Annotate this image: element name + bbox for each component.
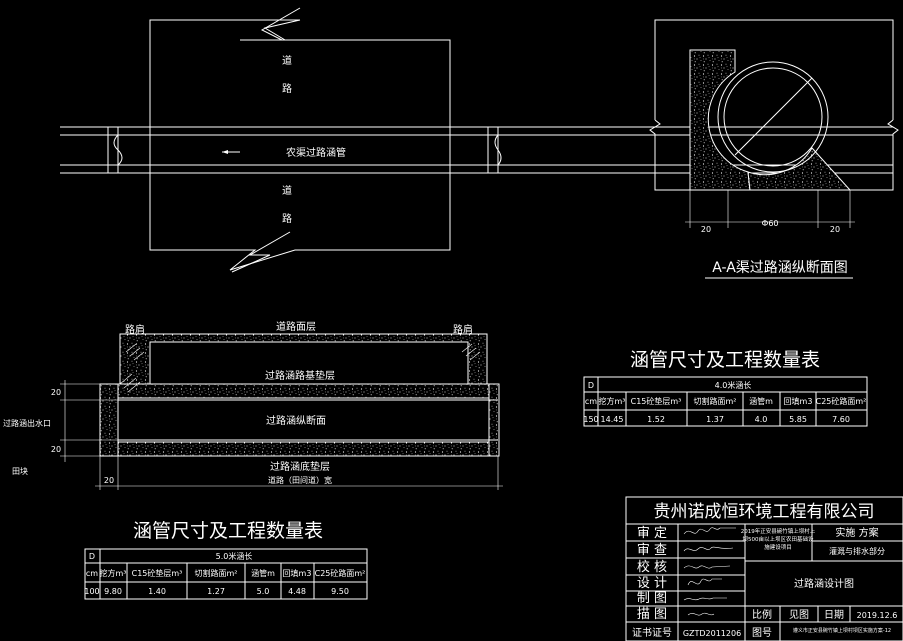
role-check: 校 核 — [637, 559, 667, 575]
table-4m-r6: 7.60 — [832, 415, 850, 424]
table-4m-r0: 150 — [583, 415, 598, 424]
xs-field: 田块 — [12, 466, 28, 476]
table-5m-h1: 挖方m³ — [100, 568, 127, 578]
date-label: 日期 — [824, 609, 844, 621]
scale-value: 见图 — [789, 609, 809, 621]
table-4m-r1: 14.45 — [601, 415, 624, 424]
cross-section: 路肩 道路面层 路肩 过路涵路基垫层 过路涵纵断面 过路涵底垫层 道路（田间道）… — [3, 320, 503, 490]
role-approve: 审 定 — [637, 526, 667, 541]
project-line-1: 2019年正安县碗竹镇上坝村上 — [741, 527, 816, 535]
table-5m-h3: 切割路面m² — [195, 568, 238, 578]
plan-culvert-label: 农渠过路涵管 — [286, 146, 346, 159]
drawing-no-label: 图号 — [752, 627, 772, 639]
table-5m: 涵管尺寸及工程数量表 D 5.0米涵长 cm 挖方m³ C15砼垫层m³ 切割路… — [84, 520, 368, 600]
signature-trace — [687, 612, 715, 616]
table-4m-h1: 挖方m³ — [599, 396, 626, 406]
xs-dim-20-top: 20 — [51, 388, 61, 397]
table-5m-span: 5.0米涵长 — [216, 551, 253, 561]
table-5m-r6: 9.50 — [331, 587, 349, 596]
scale-label: 比例 — [752, 608, 772, 621]
xs-base-layer: 过路涵路基垫层 — [265, 369, 335, 382]
role-design: 设 计 — [637, 576, 667, 591]
table-5m-r0: 100 — [84, 587, 99, 596]
plan-road-bot-1: 道 — [282, 184, 292, 197]
plan-road-top-1: 道 — [282, 54, 292, 67]
table-5m-title: 涵管尺寸及工程数量表 — [133, 520, 323, 542]
plan-road-top-2: 路 — [282, 82, 292, 95]
table-4m: 涵管尺寸及工程数量表 D 4.0米涵长 cm 挖方m³ C15砼垫层m³ 切割路… — [583, 349, 868, 427]
table-5m-r4: 5.0 — [257, 587, 270, 596]
table-5m-r3: 1.27 — [207, 587, 225, 596]
table-5m-h0: cm — [86, 569, 98, 578]
table-4m-span: 4.0米涵长 — [715, 380, 752, 390]
table-4m-title: 涵管尺寸及工程数量表 — [630, 349, 820, 371]
table-4m-r3: 1.37 — [706, 415, 724, 424]
xs-shoulder-left: 路肩 — [125, 323, 145, 336]
plan-view: 道 路 农渠过路涵管 道 路 — [60, 7, 893, 273]
xs-dim-20-bot: 20 — [51, 445, 61, 454]
aa-dim-mid: Ф60 — [761, 219, 778, 228]
drawing-no-value: 遵义市正安县碗竹镇上坝村坝区实施方案-12 — [793, 627, 891, 634]
signature-review — [683, 546, 734, 552]
project-stage: 实施 方案 — [835, 526, 878, 539]
table-5m-r1: 9.80 — [104, 587, 122, 596]
project-part: 灌溉与排水部分 — [829, 546, 885, 556]
aa-title: A-A渠过路涵纵断面图 — [712, 260, 848, 276]
table-4m-r5: 5.85 — [789, 415, 807, 424]
table-5m-r2: 1.40 — [148, 587, 166, 596]
drawing-name: 过路涵设计图 — [794, 577, 854, 590]
aa-dim-right: 20 — [830, 225, 840, 234]
table-5m-c0: D — [89, 552, 95, 561]
role-trace: 描 图 — [637, 607, 667, 622]
table-4m-h4: 涵管m — [749, 396, 773, 406]
signature-design — [687, 578, 722, 586]
table-4m-h3: 切割路面m² — [694, 396, 737, 406]
date-value: 2019.12.6 — [857, 611, 898, 620]
xs-shoulder-right: 路肩 — [453, 323, 473, 336]
aa-dim-left: 20 — [701, 225, 711, 234]
plan-road-bot-2: 路 — [282, 212, 292, 225]
table-5m-h4: 涵管m — [251, 568, 275, 578]
project-line-3: 施建设项目 — [764, 543, 792, 551]
xs-longitudinal: 过路涵纵断面 — [266, 414, 326, 427]
section-aa: 20 Ф60 20 A-A渠过路涵纵断面图 — [649, 19, 899, 279]
role-draw: 制 图 — [637, 591, 667, 606]
signature-draw — [683, 597, 727, 601]
role-review: 审 查 — [637, 543, 667, 558]
signature-approve — [683, 527, 736, 535]
table-5m-h5: 回填m3 — [283, 568, 312, 578]
signature-check — [683, 565, 731, 569]
xs-outlet-level: 过路涵出水口 — [3, 418, 51, 428]
title-block: 贵州诺成恒环境工程有限公司 审 定 审 查 校 核 设 计 制 图 描 图 20… — [625, 496, 903, 641]
table-4m-c0: D — [588, 381, 594, 390]
xs-road-width: 道路（田间道）宽 — [268, 475, 332, 485]
table-5m-r5: 4.48 — [288, 587, 306, 596]
project-line-2: 坝500亩以上坝区农田基础设 — [743, 535, 814, 543]
cert-value: GZTD2011206 — [683, 629, 741, 638]
xs-bottom-layer: 过路涵底垫层 — [270, 460, 330, 473]
cert-label: 证书证号 — [632, 627, 672, 639]
table-5m-h2: C15砼垫层m³ — [132, 568, 183, 578]
table-4m-h0: cm — [585, 397, 597, 406]
xs-road-surface: 道路面层 — [276, 320, 316, 333]
table-4m-h6: C25砼路面m² — [816, 396, 867, 406]
xs-dim-20-left: 20 — [104, 476, 114, 485]
table-4m-h2: C15砼垫层m³ — [631, 396, 682, 406]
table-4m-r2: 1.52 — [647, 415, 665, 424]
table-5m-h6: C25砼路面m² — [315, 568, 366, 578]
company-name: 贵州诺成恒环境工程有限公司 — [654, 502, 875, 522]
table-4m-h5: 回填m3 — [784, 396, 813, 406]
table-4m-r4: 4.0 — [755, 415, 768, 424]
